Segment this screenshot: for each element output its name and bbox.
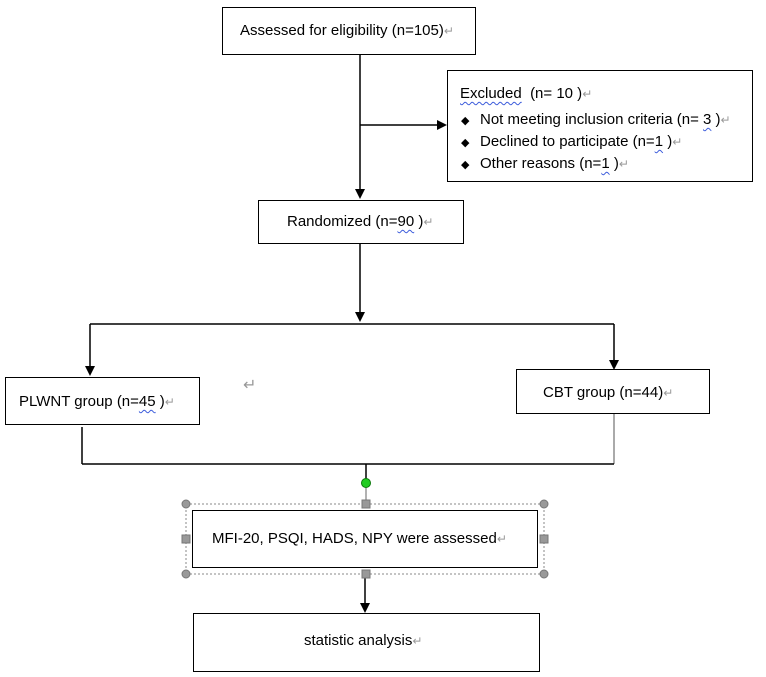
plwnt-group-box[interactable]: PLWNT group (n=45 )↵ [5,377,200,425]
resize-handle-top-right[interactable] [539,499,549,509]
analysis-box[interactable]: statistic analysis↵ [193,613,540,672]
paragraph-mark: ↵ [164,395,175,409]
rotate-handle[interactable] [361,478,371,488]
resize-handle-bottom[interactable] [361,569,371,579]
excluded-box[interactable]: Excluded (n= 10 )↵ ◆Not meeting inclusio… [447,70,753,182]
cbt-group-text: CBT group (n=44) [543,384,664,401]
plwnt-group-text: PLWNT group (n= [19,393,139,410]
diamond-bullet-icon: ◆ [461,137,470,149]
paragraph-mark: ↵ [496,532,507,546]
resize-handle-top-left[interactable] [181,499,191,509]
resize-handle-right[interactable] [539,534,549,544]
list-item: ◆Not meeting inclusion criteria (n= 3 )↵ [461,111,731,128]
paragraph-mark: ↵ [663,386,674,400]
assessments-box[interactable]: MFI-20, PSQI, HADS, NPY were assessed↵ [192,510,538,568]
list-item: ◆Other reasons (n=1 )↵ [461,155,629,172]
excluded-title: Excluded [460,85,522,102]
excluded-reasons-list: ◆Not meeting inclusion criteria (n= 3 )↵… [448,111,731,177]
diamond-bullet-icon: ◆ [461,115,470,127]
list-item: ◆Declined to participate (n=1 )↵ [461,133,683,150]
assessed-text: Assessed for eligibility (n=105) [240,22,444,39]
paragraph-mark: ↵ [412,634,423,648]
paragraph-mark: ↵ [443,24,454,38]
stray-paragraph-mark: ↵ [243,377,257,394]
randomized-text: Randomized (n= [287,213,398,230]
resize-handle-top[interactable] [361,499,371,509]
diamond-bullet-icon: ◆ [461,159,470,171]
resize-handle-bottom-right[interactable] [539,569,549,579]
analysis-text: statistic analysis [304,632,413,649]
resize-handle-bottom-left[interactable] [181,569,191,579]
cbt-group-box[interactable]: CBT group (n=44)↵ [516,369,710,414]
paragraph-mark: ↵ [582,87,593,101]
excluded-count: (n= 10 ) [530,85,583,102]
paragraph-mark: ↵ [423,215,434,229]
assessed-box[interactable]: Assessed for eligibility (n=105)↵ [222,7,476,55]
randomized-box[interactable]: Randomized (n=90 )↵ [258,200,464,244]
assessments-text: MFI-20, PSQI, HADS, NPY were assessed [212,530,497,547]
resize-handle-left[interactable] [181,534,191,544]
